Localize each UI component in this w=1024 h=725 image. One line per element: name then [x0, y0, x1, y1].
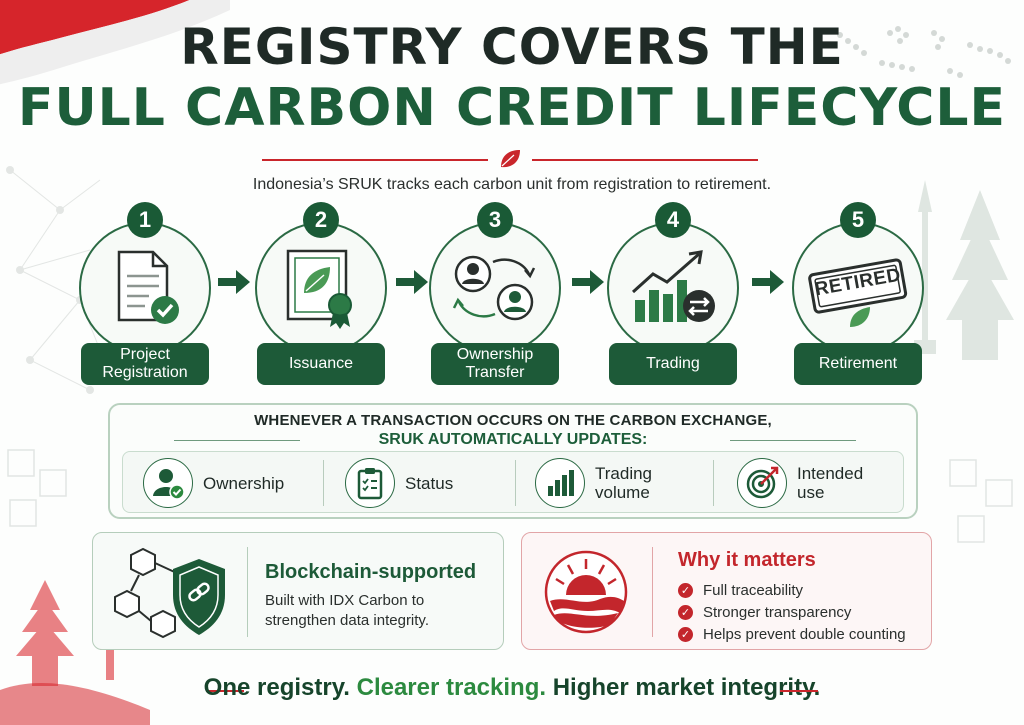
update-label: Intended use: [797, 464, 864, 502]
step-circle: [607, 222, 739, 354]
step-label: Project Registration: [81, 343, 209, 385]
page-title-line2: FULL CARBON CREDIT LIFECYCLE: [17, 78, 1007, 138]
blockchain-card: Blockchain-supported Built with IDX Carb…: [92, 532, 504, 650]
cube-decoration-left: [7, 449, 67, 527]
update-intended-use: Intended use: [737, 452, 877, 514]
arrow-right-icon: [752, 270, 784, 294]
check-icon: ✓: [678, 626, 693, 642]
check-icon: ✓: [678, 604, 693, 620]
update-label: Status: [405, 473, 454, 493]
why-title: Why it matters: [678, 549, 816, 571]
step-label: Issuance: [257, 343, 385, 385]
panel-subheading: SRUK AUTOMATICALLY UPDATES:: [378, 431, 648, 448]
step-circle: RETIRED: [792, 222, 924, 354]
update-separator: [323, 460, 324, 506]
blockchain-description: Built with IDX Carbon to strengthen data…: [265, 592, 429, 629]
trading-chart-icon: [631, 250, 715, 322]
title-divider-right: [532, 159, 758, 161]
tagline-part2: Clearer tracking.: [356, 674, 547, 701]
why-item-text: Full traceability: [703, 581, 804, 599]
step-number: 2: [303, 202, 339, 238]
step-retirement: 5 RETIRED Retirement: [783, 200, 933, 390]
why-item-text: Stronger transparency: [703, 603, 852, 621]
tagline: One registry. Clearer tracking. Higher m…: [0, 674, 1024, 702]
step-number: 1: [127, 202, 163, 238]
why-list: ✓ Full traceability ✓ Stronger transpare…: [678, 579, 906, 645]
clipboard-checklist-icon: [357, 468, 383, 500]
why-item: ✓ Stronger transparency: [678, 601, 906, 623]
update-trading-volume: Trading volume: [535, 452, 675, 514]
cube-decoration-right: [949, 459, 1013, 543]
why-item: ✓ Full traceability: [678, 579, 906, 601]
bar-chart-icon: [548, 470, 574, 496]
step-circle: [429, 222, 561, 354]
arrow-right-icon: [396, 270, 428, 294]
title-divider-left: [262, 159, 488, 161]
tagline-line-right: [780, 690, 818, 692]
update-ownership: Ownership: [143, 452, 284, 514]
panel-heading-line-right: [730, 440, 856, 441]
sunrise-icon: [544, 550, 628, 634]
subtitle: Indonesia’s SRUK tracks each carbon unit…: [252, 176, 772, 193]
user-transfer-icon: [452, 255, 536, 321]
step-ownership-transfer: 3 Ownership Transfer: [420, 200, 570, 390]
user-check-icon: [153, 469, 185, 500]
step-number: 3: [477, 202, 513, 238]
step-label: Trading: [609, 343, 737, 385]
why-item: ✓ Helps prevent double counting: [678, 623, 906, 645]
step-label: Retirement: [794, 343, 922, 385]
why-item-text: Helps prevent double counting: [703, 625, 906, 643]
update-separator: [515, 460, 516, 506]
arrow-right-icon: [218, 270, 250, 294]
tagline-line-left: [206, 690, 244, 692]
tagline-part1: One registry.: [203, 674, 350, 701]
indonesia-flag-decoration: [0, 0, 230, 85]
step-trading: 4 Trading: [598, 200, 748, 390]
arrow-right-icon: [572, 270, 604, 294]
check-icon: ✓: [678, 582, 693, 598]
step-circle: [255, 222, 387, 354]
updates-row: Ownership Status: [122, 451, 904, 513]
update-separator: [713, 460, 714, 506]
card-separator: [652, 547, 653, 637]
step-number: 5: [840, 202, 876, 238]
step-issuance: 2 Issuance: [246, 200, 396, 390]
target-icon: [746, 466, 779, 499]
step-circle: [79, 222, 211, 354]
update-status: Status: [345, 452, 453, 514]
step-label: Ownership Transfer: [431, 343, 559, 385]
update-label: Trading volume: [595, 464, 653, 502]
red-leaf-icon: [501, 150, 520, 168]
transaction-updates-panel: WHENEVER A TRANSACTION OCCURS ON THE CAR…: [108, 403, 918, 519]
blockchain-title: Blockchain-supported: [265, 561, 477, 583]
panel-heading-line-left: [174, 440, 300, 441]
tagline-part3: Higher market integrity.: [552, 674, 821, 701]
step-project-registration: 1 Project Registration: [70, 200, 220, 390]
retired-stamp-icon: [808, 258, 908, 327]
panel-heading: WHENEVER A TRANSACTION OCCURS ON THE CAR…: [254, 412, 772, 429]
certificate-icon: [286, 249, 352, 329]
why-it-matters-card: Why it matters ✓ Full traceability ✓ Str…: [521, 532, 932, 650]
document-check-icon: [117, 250, 179, 324]
update-label: Ownership: [203, 473, 285, 493]
blockchain-shield-icon: [114, 547, 225, 639]
step-number: 4: [655, 202, 691, 238]
card-separator: [247, 547, 248, 637]
page-title-line1: REGISTRY COVERS THE: [180, 18, 844, 76]
